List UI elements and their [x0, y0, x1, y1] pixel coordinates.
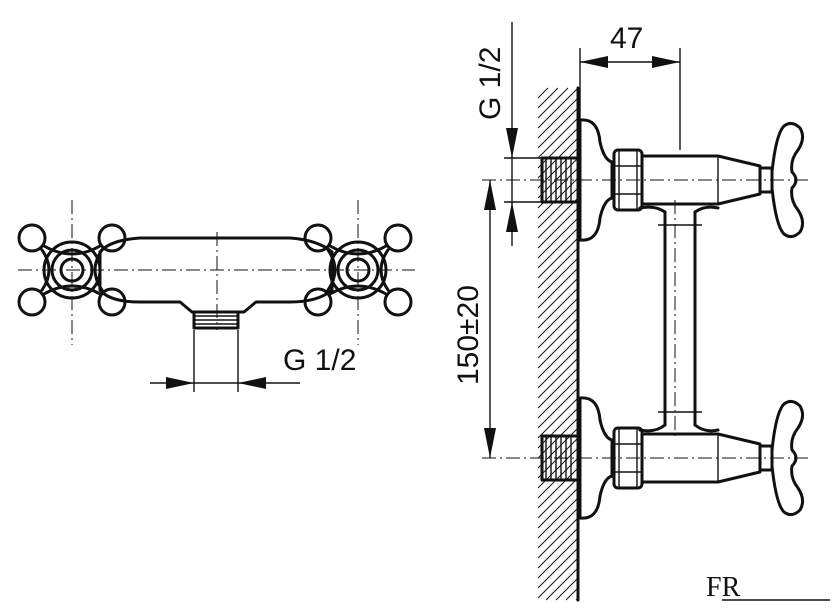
hatch-line [537, 387, 579, 429]
top-view-thread-label: G 1/2 [283, 344, 356, 377]
side-view: 47 G 1/2 150±20 [452, 22, 812, 602]
hatch-line [537, 307, 579, 349]
hatch-line [537, 277, 579, 319]
hatch-line [537, 327, 579, 369]
hatch-line [537, 527, 579, 569]
hatch-line [537, 447, 579, 489]
hatch-line [537, 237, 579, 279]
hatch-line [537, 87, 549, 99]
hatch-line [537, 337, 579, 379]
hatch-line [537, 87, 559, 109]
hatch-line [537, 477, 579, 519]
hatch-line [537, 117, 579, 159]
hatch-line [537, 147, 579, 189]
hatch-line [537, 267, 579, 309]
hatch-line [537, 467, 579, 509]
hatch-line [537, 357, 579, 399]
hatch-line [537, 517, 579, 559]
top-view: G 1/2 [17, 200, 415, 392]
hatch-line [537, 367, 579, 409]
hatch-line [537, 197, 579, 239]
hatch-line [537, 87, 569, 119]
hatch-line [537, 257, 579, 299]
hatch-line [537, 247, 579, 289]
side-inlet-thread-label: G 1/2 [474, 47, 507, 120]
hatch-line [537, 127, 579, 169]
hatch-line [537, 487, 579, 529]
hatch-line [537, 547, 579, 589]
hatch-line [537, 347, 579, 389]
hatch-line [537, 157, 579, 199]
hatch-line [537, 417, 579, 459]
hatch-line [537, 557, 579, 599]
upper-valve-unit [540, 118, 805, 242]
wall-hatching [537, 86, 580, 602]
hatch-line [537, 377, 579, 419]
hatch-line [537, 507, 579, 549]
spacing-dimension-label: 150±20 [452, 285, 485, 385]
hatch-line [537, 287, 579, 329]
hatch-line [537, 397, 579, 439]
hatch-line [537, 177, 579, 219]
hatch-line [575, 597, 579, 601]
lower-valve-unit [540, 396, 805, 520]
brand-logo-text: FR [706, 572, 741, 603]
hatch-line [537, 207, 579, 249]
projection-dimension-label: 47 [610, 22, 643, 55]
hatch-line [537, 497, 579, 539]
hatch-line [537, 457, 579, 499]
hatch-line [555, 577, 579, 601]
hatch-line [537, 97, 579, 139]
hatch-line [537, 407, 579, 449]
hatch-line [537, 187, 579, 229]
hatch-line [537, 107, 579, 149]
brand-logo-icon: FR [706, 572, 830, 603]
hatch-line [537, 427, 579, 469]
hatch-line [537, 217, 579, 259]
hatch-line [545, 567, 579, 601]
hatch-line [537, 537, 579, 579]
hatch-line [537, 87, 579, 129]
hatch-line [537, 297, 579, 339]
hatch-line [565, 587, 579, 601]
hatch-line [537, 227, 579, 269]
hatch-line [537, 317, 579, 359]
